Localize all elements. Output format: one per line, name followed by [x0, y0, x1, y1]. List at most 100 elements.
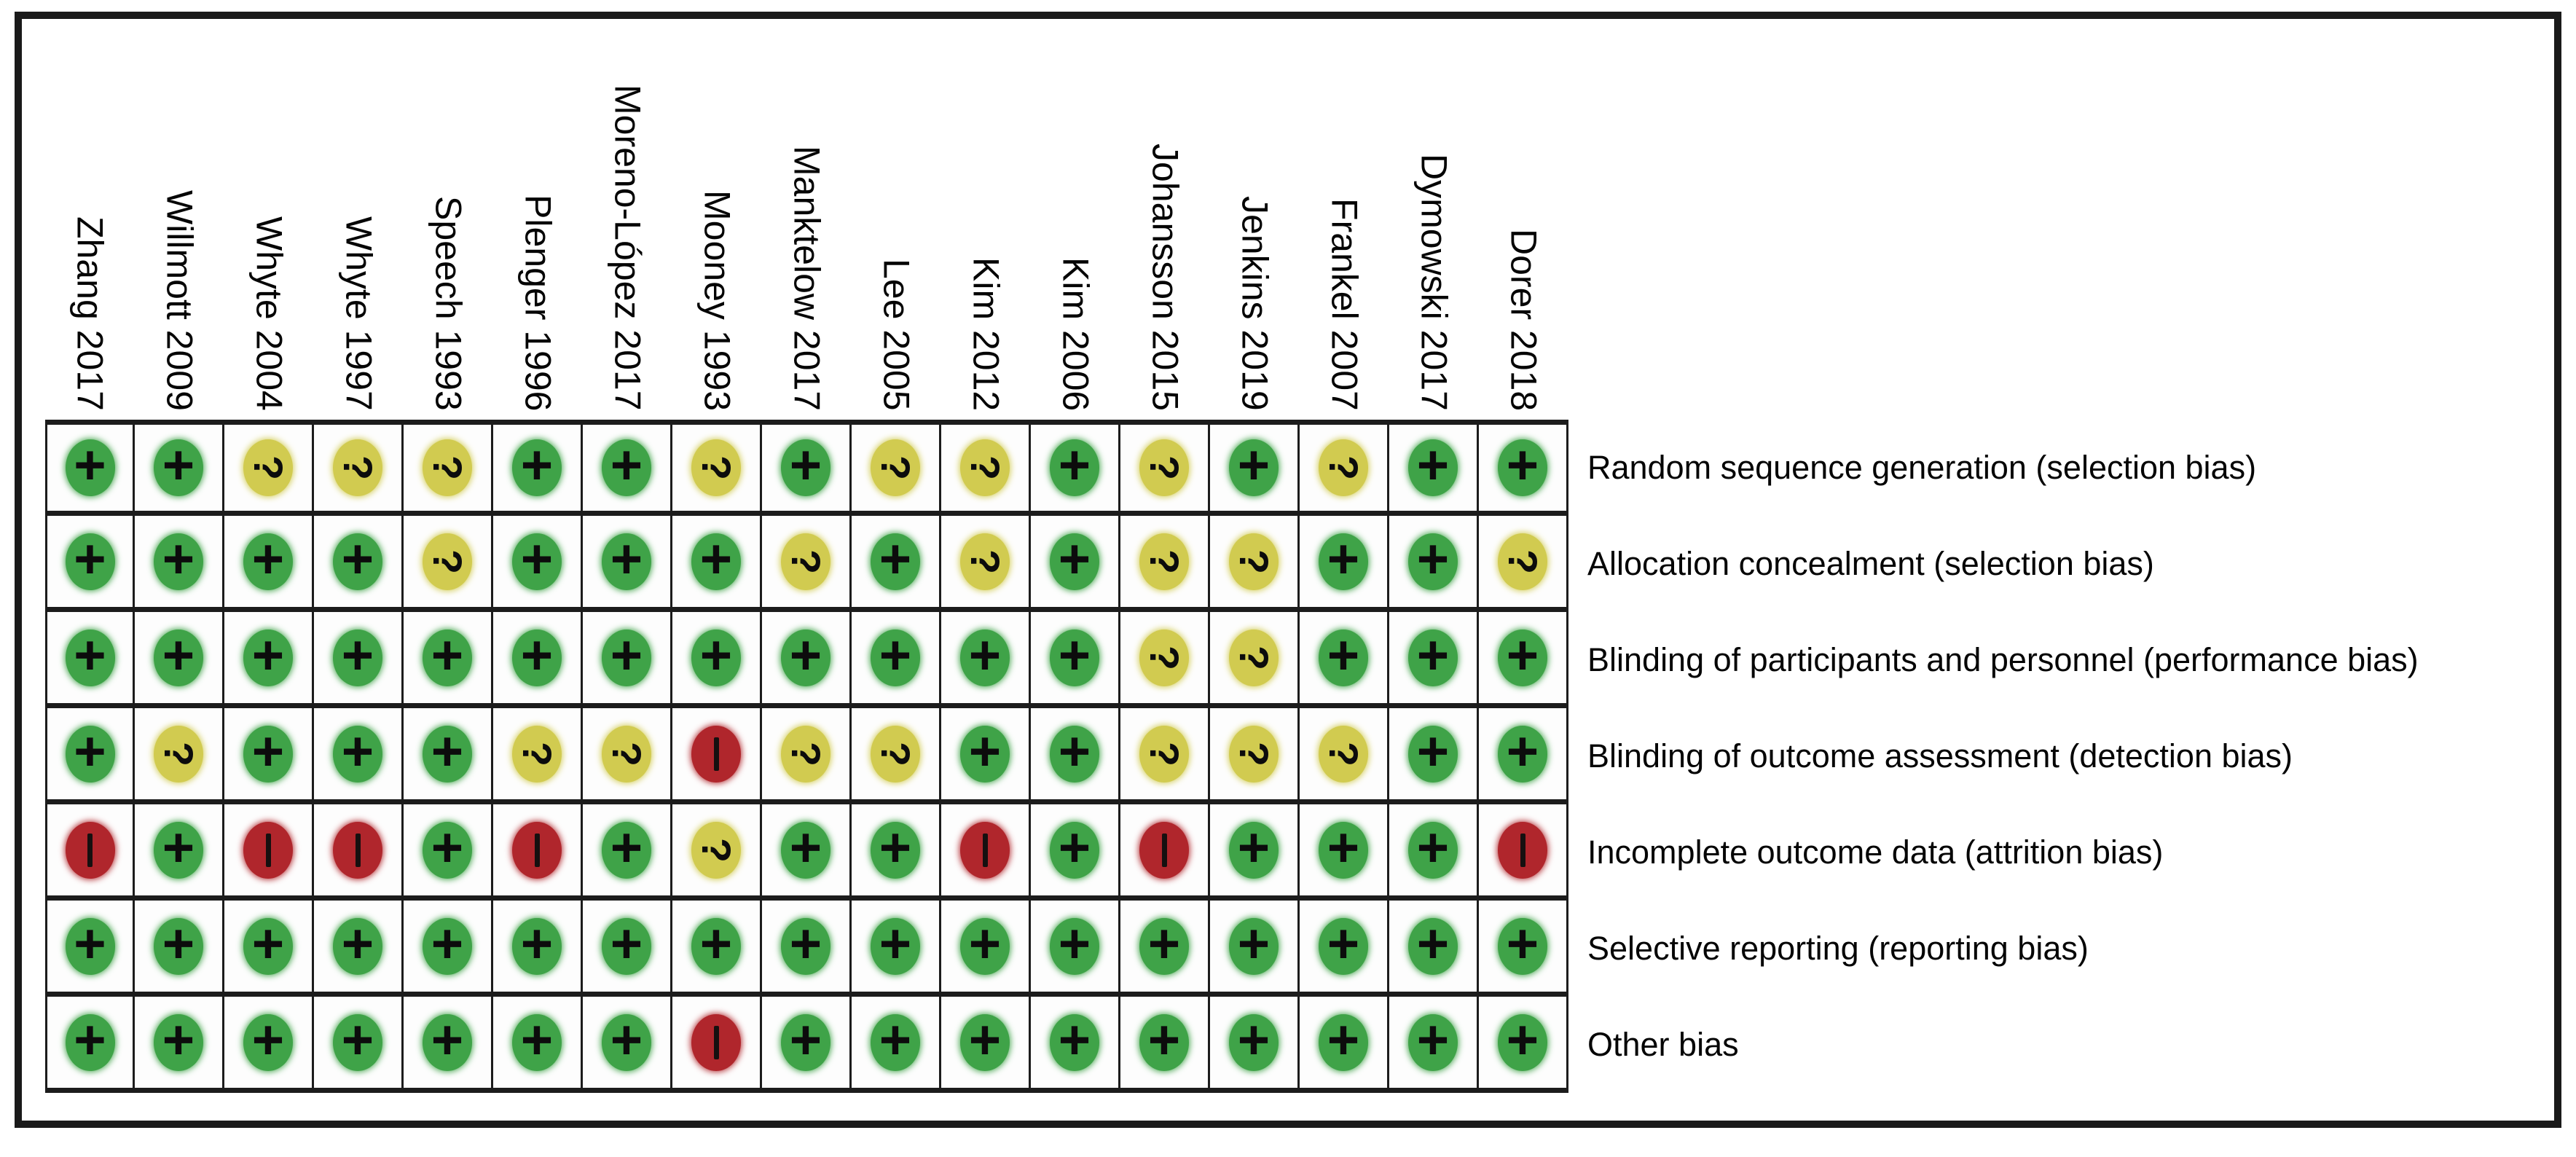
bias-domain-label-text: Incomplete outcome data (attrition bias)	[1587, 834, 2164, 871]
judgement-low-risk-icon: +	[960, 627, 1010, 686]
plus-symbol: +	[431, 624, 464, 686]
judgement-low-risk-icon: +	[1498, 438, 1547, 496]
plus-symbol: +	[1416, 912, 1450, 975]
rob-cell: ?	[404, 420, 493, 516]
column-header: Dorer 2018	[1479, 22, 1568, 420]
plus-symbol: +	[251, 1008, 285, 1071]
question-symbol: ?	[962, 549, 1008, 574]
judgement-low-risk-icon: +	[154, 816, 203, 879]
column-header: Whyte 2004	[224, 22, 314, 420]
rob-cell: +	[1389, 804, 1479, 901]
plus-symbol: +	[162, 816, 195, 879]
judgement-low-risk-icon: +	[1408, 723, 1458, 783]
judgement-unclear-risk-icon: ?	[1319, 439, 1368, 496]
bias-domain-label: Incomplete outcome data (attrition bias)	[1568, 804, 2545, 901]
plus-symbol: +	[610, 1008, 643, 1071]
judgement-low-risk-icon: +	[154, 916, 203, 975]
rob-cell: +	[583, 420, 672, 516]
rob-cell: +	[1300, 997, 1389, 1093]
column-header: Zhang 2017	[45, 22, 135, 420]
judgement-low-risk-icon: +	[691, 531, 741, 590]
minus-symbol	[713, 1025, 719, 1059]
judgement-low-risk-icon: +	[602, 627, 651, 686]
judgement-high-risk-icon	[1498, 821, 1547, 879]
question-symbol: ?	[873, 455, 919, 481]
rob-cell: +	[135, 804, 224, 901]
rob-cell: +	[224, 901, 314, 997]
rob-cell: ?	[1210, 708, 1300, 804]
judgement-low-risk-icon: +	[602, 527, 651, 590]
rob-cell: ?	[224, 420, 314, 516]
plus-symbol: +	[162, 527, 195, 590]
judgement-unclear-risk-icon: ?	[781, 725, 830, 783]
plus-symbol: +	[1327, 816, 1360, 879]
plus-symbol: +	[1058, 1008, 1091, 1071]
rob-cell: +	[135, 612, 224, 708]
rob-cell: +	[135, 420, 224, 516]
judgement-unclear-risk-icon: ?	[1319, 725, 1368, 783]
judgement-low-risk-icon: +	[65, 1012, 115, 1071]
judgement-unclear-risk-icon: ?	[960, 533, 1010, 590]
rob-cell: +	[314, 612, 404, 708]
rob-cell: +	[1210, 901, 1300, 997]
judgement-low-risk-icon: +	[1139, 916, 1189, 975]
judgement-low-risk-icon: +	[781, 1012, 830, 1071]
plus-symbol: +	[431, 912, 464, 975]
judgement-low-risk-icon: +	[691, 916, 741, 975]
plus-symbol: +	[1058, 912, 1091, 975]
rob-cell: +	[583, 804, 672, 901]
judgement-low-risk-icon: +	[1498, 723, 1547, 783]
rob-cell: +	[1300, 804, 1389, 901]
rob-cell	[672, 708, 762, 804]
minus-symbol	[355, 833, 361, 867]
plus-symbol: +	[1147, 1008, 1181, 1071]
study-name-label: Manktelow 2017	[786, 145, 828, 411]
rob-cell: +	[314, 708, 404, 804]
plus-symbol: +	[1058, 434, 1091, 496]
plus-symbol: +	[610, 527, 643, 590]
judgement-low-risk-icon: +	[333, 627, 382, 686]
rob-cell	[672, 997, 762, 1093]
rob-cell: ?	[941, 420, 1031, 516]
judgement-low-risk-icon: +	[960, 1012, 1010, 1071]
question-symbol: ?	[783, 741, 829, 766]
rob-cell: +	[583, 997, 672, 1093]
plus-symbol: +	[610, 434, 643, 496]
rob-cell: ?	[762, 516, 852, 612]
study-name-label: Whyte 2004	[248, 216, 290, 411]
rob-cell: +	[314, 997, 404, 1093]
judgement-low-risk-icon: +	[65, 723, 115, 783]
rob-cell: +	[1300, 516, 1389, 612]
judgement-unclear-risk-icon: ?	[1139, 725, 1189, 783]
judgement-low-risk-icon: +	[1408, 438, 1458, 496]
plus-symbol: +	[610, 912, 643, 975]
study-name-label: Kim 2012	[965, 256, 1007, 411]
rob-cell: +	[1120, 901, 1210, 997]
rob-cell: ?	[493, 708, 583, 804]
bias-domain-label-text: Selective reporting (reporting bias)	[1587, 930, 2089, 968]
plus-symbol: +	[1416, 816, 1450, 879]
rob-cell: +	[1031, 708, 1120, 804]
judgement-low-risk-icon: +	[243, 916, 293, 975]
plus-symbol: +	[1058, 816, 1091, 879]
judgement-low-risk-icon: +	[871, 627, 920, 686]
rob-cell: +	[314, 901, 404, 997]
rob-cell: +	[1210, 997, 1300, 1093]
judgement-low-risk-icon: +	[1498, 624, 1547, 686]
question-symbol: ?	[1500, 549, 1546, 574]
plus-symbol: +	[699, 624, 733, 686]
rob-cell: +	[852, 997, 941, 1093]
judgement-unclear-risk-icon: ?	[691, 439, 741, 496]
judgement-unclear-risk-icon: ?	[1139, 439, 1189, 496]
judgement-low-risk-icon: +	[1229, 820, 1279, 879]
plus-symbol: +	[1058, 527, 1091, 590]
rob-cell: +	[135, 901, 224, 997]
question-symbol: ?	[604, 741, 650, 766]
plus-symbol: +	[1506, 624, 1539, 686]
plus-symbol: +	[251, 720, 285, 783]
rob-cell: +	[224, 997, 314, 1093]
rob-cell	[1479, 804, 1568, 901]
rob-cell: +	[852, 612, 941, 708]
question-symbol: ?	[1231, 741, 1277, 766]
plus-symbol: +	[162, 1008, 195, 1071]
